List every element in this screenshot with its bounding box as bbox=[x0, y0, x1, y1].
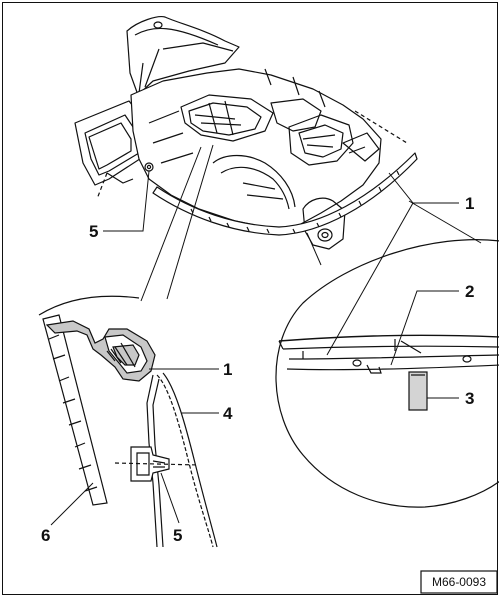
callout-1-detail: 1 bbox=[223, 360, 232, 379]
callout-3: 3 bbox=[465, 389, 474, 408]
callout-2: 2 bbox=[465, 282, 474, 301]
reference-code: M66-0093 bbox=[432, 575, 486, 589]
reference-box: M66-0093 bbox=[420, 570, 498, 594]
strip-closeup-detail bbox=[275, 239, 499, 508]
callout-1-top: 1 bbox=[465, 194, 474, 213]
seal-section-detail bbox=[38, 295, 218, 548]
diagram-canvas: 1 5 2 3 1 4 6 5 M66-0093 bbox=[38, 16, 499, 594]
callout-6: 6 bbox=[41, 526, 50, 545]
callout-4: 4 bbox=[223, 404, 233, 423]
leader-lines bbox=[50, 144, 482, 526]
callout-5-detail: 5 bbox=[173, 526, 182, 545]
callout-5-top: 5 bbox=[89, 222, 98, 241]
car-body-illustration bbox=[74, 16, 418, 250]
